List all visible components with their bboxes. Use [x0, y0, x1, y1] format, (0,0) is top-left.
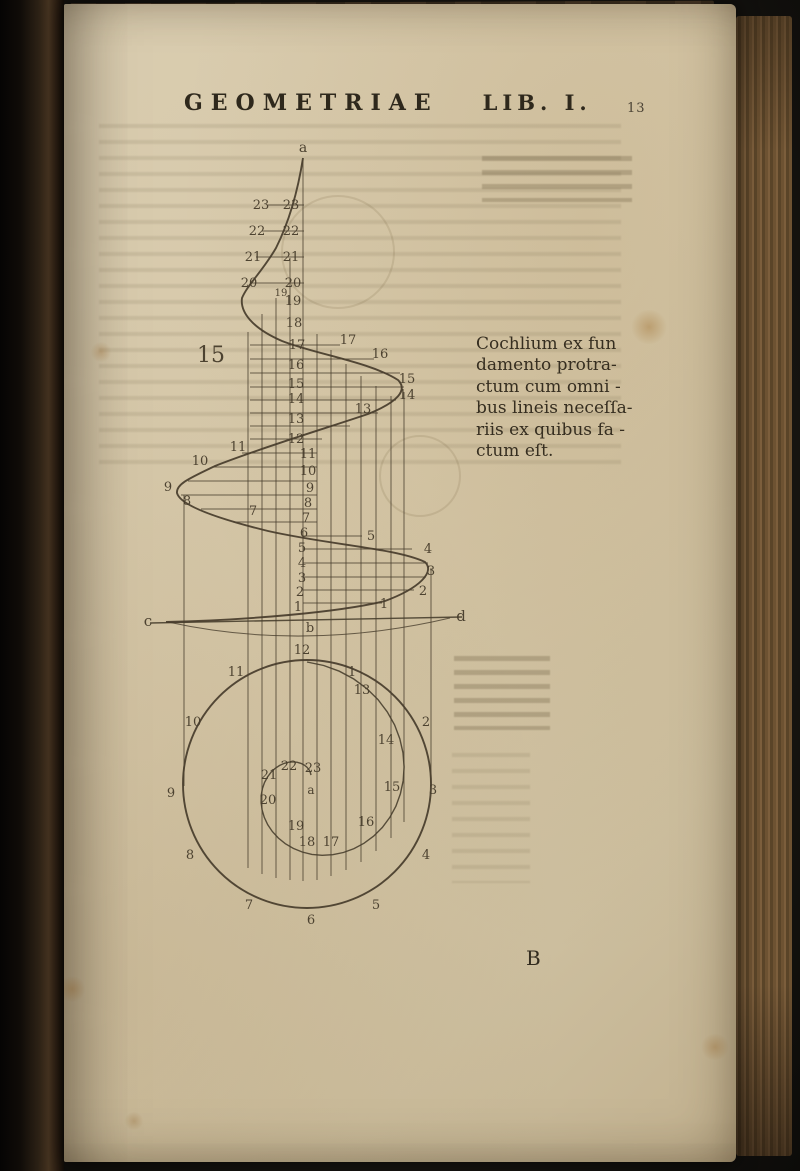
text-showthrough [452, 753, 530, 883]
book-fore-edge [736, 16, 792, 1156]
foxing-spot [700, 1034, 730, 1060]
foxing-spot [124, 1112, 144, 1130]
foxing-spot [90, 342, 112, 362]
caption-line: damento protra- [476, 355, 617, 376]
text-showthrough [482, 156, 632, 202]
page-header: GEOMETRIAE LIB. I. [184, 90, 654, 116]
caption-line: riis ex quibus fa - [476, 419, 625, 440]
foxing-spot [630, 310, 668, 344]
caption-line: ctum eſt. [476, 441, 554, 462]
caption-line: Cochlium ex fun [476, 334, 617, 354]
signature-mark: B [526, 946, 541, 970]
page-title: GEOMETRIAE [184, 90, 439, 116]
foxing-spot [64, 976, 86, 1002]
caption-line: bus lineis neceſſa- [476, 398, 633, 419]
page-title-book: LIB. I. [482, 90, 592, 115]
book-spine [0, 0, 64, 1171]
page-number: 13 [627, 101, 646, 116]
text-showthrough [454, 656, 550, 730]
caption-line: ctum cum omni - [476, 376, 621, 397]
